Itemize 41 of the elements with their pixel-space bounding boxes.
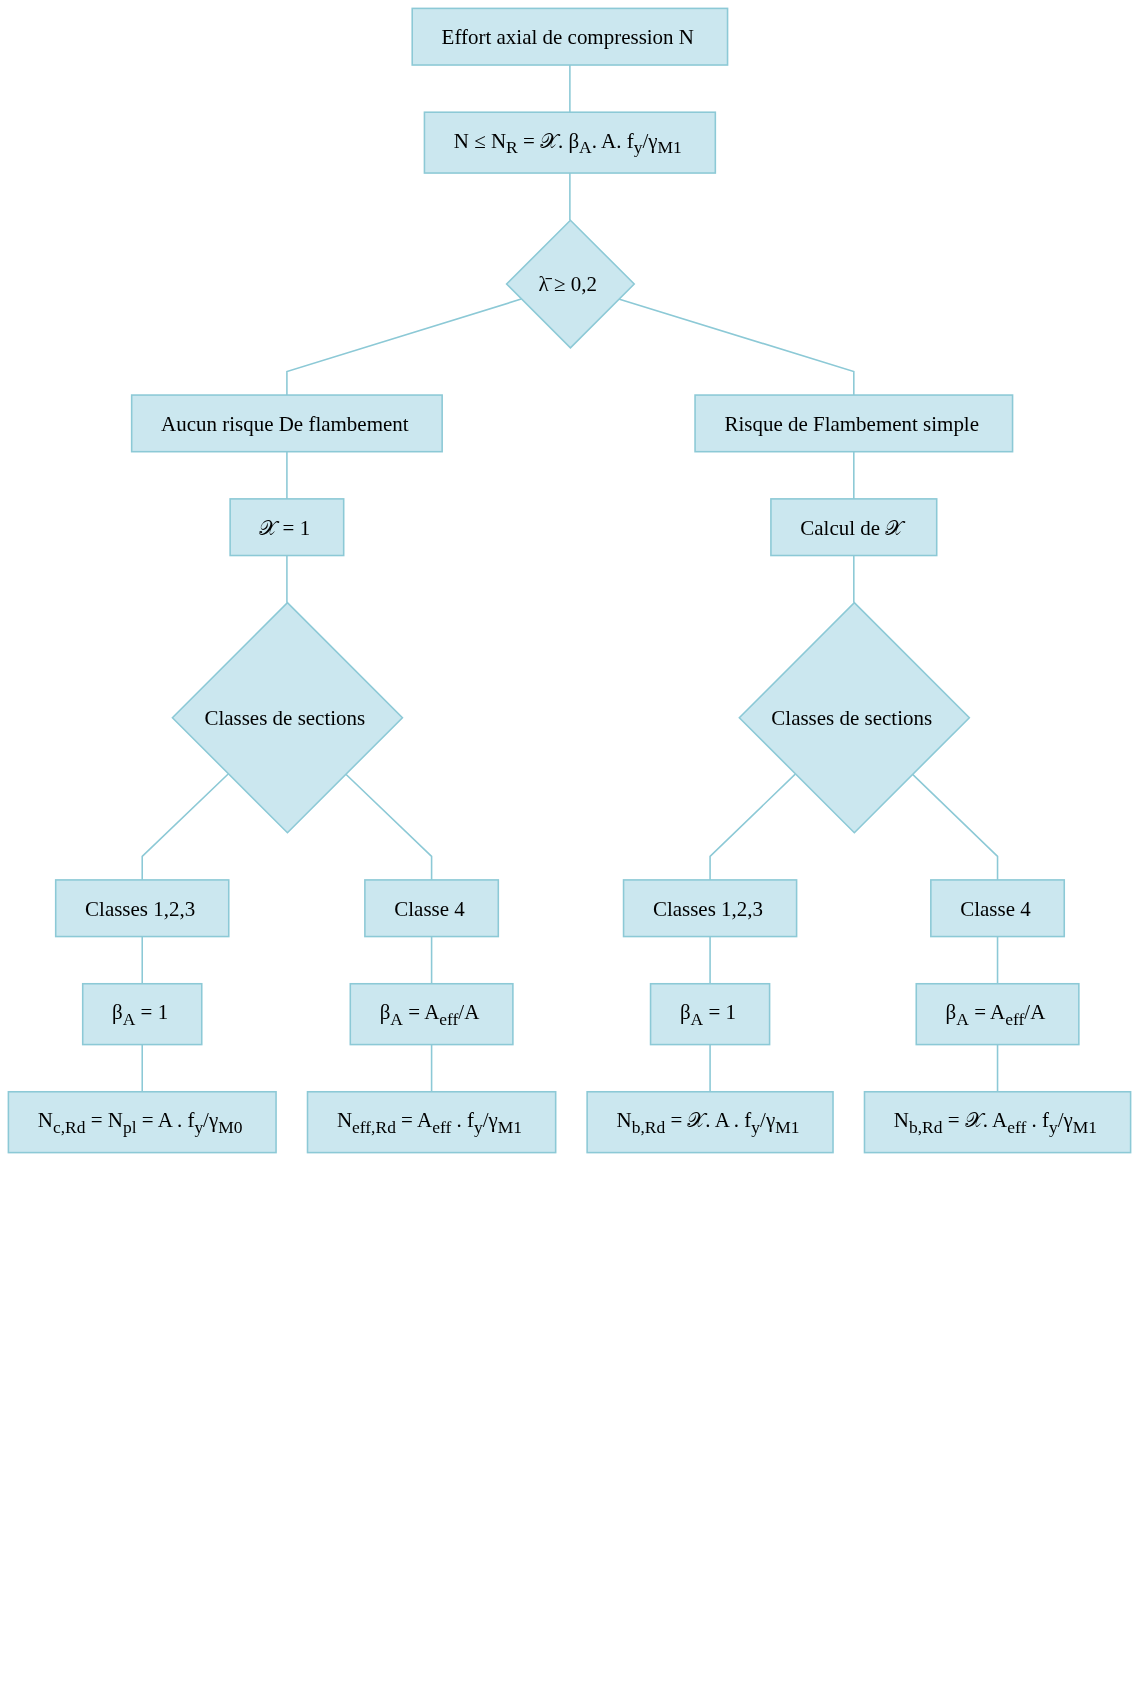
connector [996,935,999,985]
connector [709,773,797,881]
node-box: N$_{eff,Rd}$ = A$_{eff}$ . f$_{y}$/γ$_{M1}$ [306,1091,557,1154]
connector [141,935,143,985]
connector [853,450,855,500]
connector [430,1043,433,1093]
connector [569,64,571,113]
node-box: N$_{b,Rd}$ = 𝒳. A$_{eff}$ . f$_{y}$/γ$_{M1}$ [863,1091,1132,1154]
connector [286,554,288,604]
node-box: N$_{c,Rd}$ = N$_{pl}$ = A . f$_{y}$/γ$_{M0}$ [7,1091,277,1154]
node-box: β$_{A}$ = A$_{eff}$/A [915,982,1080,1046]
connector [996,1043,999,1093]
connector [344,773,433,881]
connector [853,554,855,604]
node-box: Effort axial de compression N [411,7,729,66]
connector [141,1043,143,1093]
connector [709,1043,711,1093]
connector [709,935,711,985]
node-box: Classes 1,2,3 [622,879,798,938]
connector [911,773,999,881]
node-diamond: Classes de sections [171,601,404,834]
node-box: Calcul de 𝒳 [770,498,938,557]
node-box: β$_{A}$ = 1 [81,982,203,1046]
connector [617,298,855,396]
node-box: N ≤ N$_{R}$ = 𝒳. β$_{A}$. A. f$_{y}$/γ$_{M1}$ [423,111,717,174]
node-box: 𝒳 = 1 [229,498,345,557]
node-box: Classe 4 [364,879,500,938]
connector [141,773,229,881]
connector [569,172,571,222]
node-box: N$_{b,Rd}$ = 𝒳. A . f$_{y}$/γ$_{M1}$ [586,1091,834,1154]
connector [286,450,288,500]
node-box: Risque de Flambement simple [694,394,1014,453]
node-box: β$_{A}$ = A$_{eff}$/A [349,982,514,1046]
node-diamond: λ̄ ≥ 0,2 [505,219,636,349]
node-box: β$_{A}$ = 1 [649,982,771,1046]
node-box: Classes 1,2,3 [54,879,230,938]
connector [430,935,433,985]
node-box: Aucun risque De flambement [130,394,443,453]
node-box: Classe 4 [930,879,1066,938]
node-diamond: Classes de sections [738,601,971,834]
connector [286,298,522,396]
